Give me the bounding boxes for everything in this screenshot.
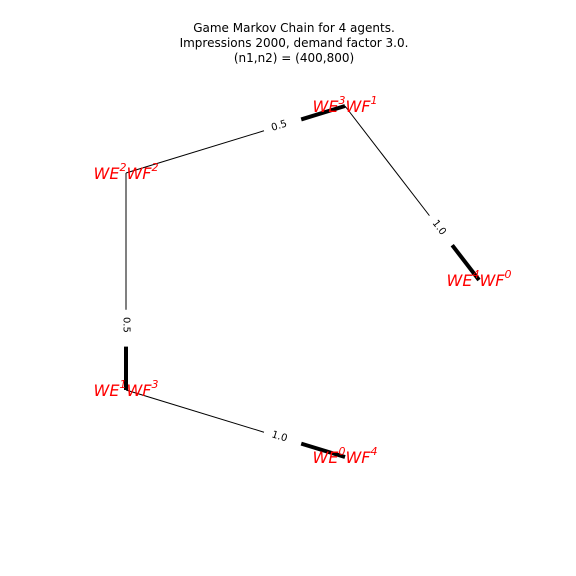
node-label-s22: WE2WF2 (94, 161, 159, 183)
edge-s22-s31: 0.5 (125, 104, 346, 174)
edge-line (125, 130, 265, 174)
edge-label-bg (119, 313, 133, 336)
edge-line (344, 105, 430, 216)
title-line-3: (n1,n2) = (400,800) (233, 51, 355, 65)
title-line-1: Game Markov Chain for 4 agents. (193, 21, 395, 35)
node-label-s40: WE4WF0 (447, 268, 512, 290)
node-label-s31: WE3WF1 (313, 94, 378, 116)
edge-s22-s13: 0.5 (119, 173, 133, 390)
edge-arrow-head (300, 441, 346, 459)
edge-arrow-head (300, 104, 346, 122)
node-label-s13: WE1WF3 (94, 378, 159, 400)
edge-label: 0.5 (121, 317, 132, 333)
title-line-2: Impressions 2000, demand factor 3.0. (179, 36, 409, 50)
edge-s13-s04: 1.0 (125, 389, 346, 459)
edge-s31-s40: 1.0 (344, 105, 481, 282)
edge-label: 0.5 (270, 119, 288, 134)
edge-line (125, 389, 265, 433)
edge-label-bg (426, 214, 452, 241)
edge-label-bg (266, 426, 292, 447)
edge-label-bg (266, 116, 292, 137)
edge-arrow-head (450, 243, 481, 282)
chart-title: Game Markov Chain for 4 agents. Impressi… (0, 21, 576, 66)
edge-label: 1.0 (270, 429, 288, 444)
node-label-s04: WE0WF4 (313, 445, 378, 467)
